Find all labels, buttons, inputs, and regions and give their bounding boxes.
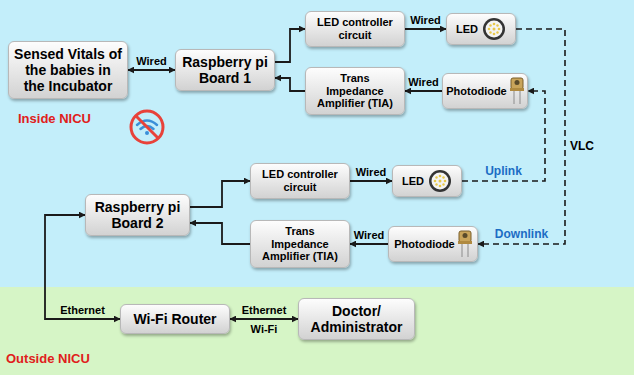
led-icon bbox=[482, 17, 506, 41]
component-box: LED bbox=[392, 165, 462, 197]
region-label: Wi-Fi bbox=[251, 323, 278, 335]
node-text: Raspberry pi Board 1 bbox=[181, 54, 269, 86]
edge-label: Ethernet bbox=[242, 304, 287, 316]
node-text: Sensed Vitals of the babies in the Incub… bbox=[14, 46, 122, 94]
photodiode-icon bbox=[510, 77, 524, 105]
process-box: Trans Impedance Amplifier (TIA) bbox=[305, 67, 405, 115]
edge-label: Wired bbox=[410, 14, 440, 26]
node-text: LED controller circuit bbox=[256, 168, 344, 193]
component-box: LED bbox=[446, 13, 516, 45]
edge-label: Ethernet bbox=[60, 304, 105, 316]
process-box: Wi-Fi Router bbox=[120, 304, 230, 334]
node-text: Photodiode bbox=[394, 238, 455, 251]
node-text: Doctor/ Administrator bbox=[304, 303, 409, 335]
process-box: Sensed Vitals of the babies in the Incub… bbox=[8, 41, 128, 99]
node-text: LED bbox=[456, 23, 478, 36]
wired-link bbox=[405, 90, 442, 92]
edge-label: Wired bbox=[356, 166, 386, 178]
edge-label: Uplink bbox=[485, 165, 522, 178]
region-label: Inside NICU bbox=[18, 112, 91, 126]
no-wifi-icon bbox=[128, 108, 166, 146]
led-icon bbox=[428, 169, 452, 193]
wired-link bbox=[230, 318, 298, 320]
node-text: Trans Impedance Amplifier (TIA) bbox=[311, 72, 399, 110]
wired-link bbox=[405, 28, 446, 30]
edge-label: Wired bbox=[354, 229, 384, 241]
node-text: Photodiode bbox=[446, 85, 507, 98]
component-box: Photodiode bbox=[388, 226, 478, 262]
edge-label: Wired bbox=[408, 76, 438, 88]
wired-link bbox=[350, 180, 392, 182]
component-box: Photodiode bbox=[442, 73, 528, 109]
node-text: Trans Impedance Amplifier (TIA) bbox=[256, 225, 344, 263]
region-label: Outside NICU bbox=[6, 352, 90, 366]
node-text: Raspberry pi Board 2 bbox=[91, 199, 184, 231]
process-box: LED controller circuit bbox=[305, 11, 405, 46]
process-box: LED controller circuit bbox=[250, 163, 350, 198]
process-box: Trans Impedance Amplifier (TIA) bbox=[250, 220, 350, 268]
wired-link bbox=[190, 181, 250, 207]
wired-link bbox=[275, 29, 305, 62]
region-label: VLC bbox=[570, 140, 594, 153]
process-box: Raspberry pi Board 2 bbox=[85, 194, 190, 236]
node-text: LED controller circuit bbox=[311, 16, 399, 41]
wired-link bbox=[190, 223, 250, 244]
node-text: Wi-Fi Router bbox=[133, 311, 216, 327]
photodiode-icon bbox=[458, 230, 472, 258]
wired-link bbox=[128, 69, 175, 71]
process-box: Doctor/ Administrator bbox=[298, 298, 415, 340]
edge-label: Downlink bbox=[495, 228, 548, 241]
wired-link bbox=[350, 243, 388, 245]
vlc-link bbox=[478, 29, 565, 244]
node-text: LED bbox=[402, 175, 424, 188]
edge-label: Wired bbox=[136, 55, 166, 67]
wired-link bbox=[275, 78, 305, 91]
process-box: Raspberry pi Board 1 bbox=[175, 49, 275, 91]
